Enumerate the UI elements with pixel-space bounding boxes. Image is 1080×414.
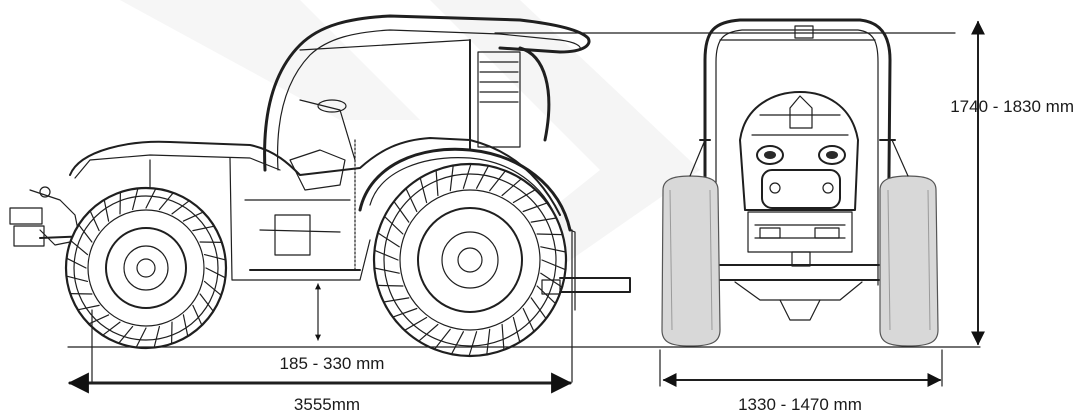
tread-lug: [501, 323, 505, 351]
tread-lug: [435, 169, 439, 197]
tread-lug: [78, 224, 93, 243]
tread-lug: [530, 217, 557, 223]
tread-lug: [433, 328, 451, 350]
overall-height-arrow: [494, 20, 985, 346]
tread-lug: [376, 284, 404, 287]
tread-lug: [486, 328, 491, 356]
front-view-left-tyre: [661, 175, 721, 347]
tread-lug: [205, 267, 226, 279]
tread-lug: [199, 293, 214, 312]
tread-lug: [540, 246, 567, 253]
tread-lug: [77, 304, 100, 311]
tread-lug: [373, 267, 400, 274]
tread-lug: [89, 210, 100, 232]
overall-height-label: 1740 - 1830 mm: [950, 97, 1074, 116]
tread-lug: [135, 327, 147, 348]
tread-lug: [70, 240, 89, 256]
tread-lug: [405, 187, 418, 213]
tread-lug: [418, 323, 439, 342]
tread-lug: [522, 307, 535, 333]
tread-lug: [522, 202, 548, 213]
tread-lug: [468, 331, 478, 357]
tread-lug: [203, 254, 227, 261]
tread-lug: [182, 211, 204, 222]
front-wheel: [372, 162, 568, 358]
tread-lug: [419, 177, 428, 204]
tread-lug: [449, 164, 454, 192]
tread-lug: [192, 225, 215, 232]
tread-lug: [501, 178, 522, 197]
tread-lug: [153, 325, 160, 349]
tread-lug: [512, 189, 536, 204]
tread-lug: [476, 165, 490, 189]
tread-lug: [102, 321, 121, 336]
tread-lug: [373, 249, 399, 261]
tread-lug: [393, 200, 410, 223]
tread-lug: [192, 304, 203, 326]
tread-lug: [541, 259, 567, 271]
rear-wheel: [64, 186, 228, 350]
tread-lug: [450, 331, 464, 355]
cab-frame: [263, 14, 591, 271]
tread-lug: [203, 280, 222, 296]
tread-lug: [383, 297, 410, 303]
tread-lug: [158, 192, 174, 211]
length-extension-lines: [91, 229, 573, 383]
tread-lug: [171, 200, 190, 215]
overall-length-label: 3555mm: [294, 395, 360, 414]
tractor-front-view: [661, 18, 939, 347]
tread-lug: [462, 163, 472, 189]
tread-lug: [383, 215, 404, 235]
tread-lug: [145, 188, 157, 209]
tread-lug: [66, 257, 87, 269]
front-view-right-tyre: [879, 175, 939, 347]
tread-lug: [536, 285, 557, 305]
tread-lug: [65, 275, 89, 282]
tread-lug: [132, 187, 139, 211]
tread-lug: [512, 316, 521, 343]
tread-lug: [530, 297, 547, 320]
tread-lug: [404, 316, 428, 331]
ground-clearance-label: 185 - 330 mm: [280, 354, 385, 373]
tread-lug: [377, 232, 400, 248]
track-width-label: 1330 - 1470 mm: [738, 395, 862, 414]
track-width-arrow: [659, 349, 943, 387]
tread-lug: [536, 233, 564, 236]
tread-lug: [118, 325, 134, 344]
tractor-side-view: [9, 14, 631, 358]
tread-lug: [182, 314, 189, 337]
tread-lug: [489, 170, 507, 192]
tread-lug: [392, 307, 418, 318]
tread-lug: [103, 199, 110, 222]
